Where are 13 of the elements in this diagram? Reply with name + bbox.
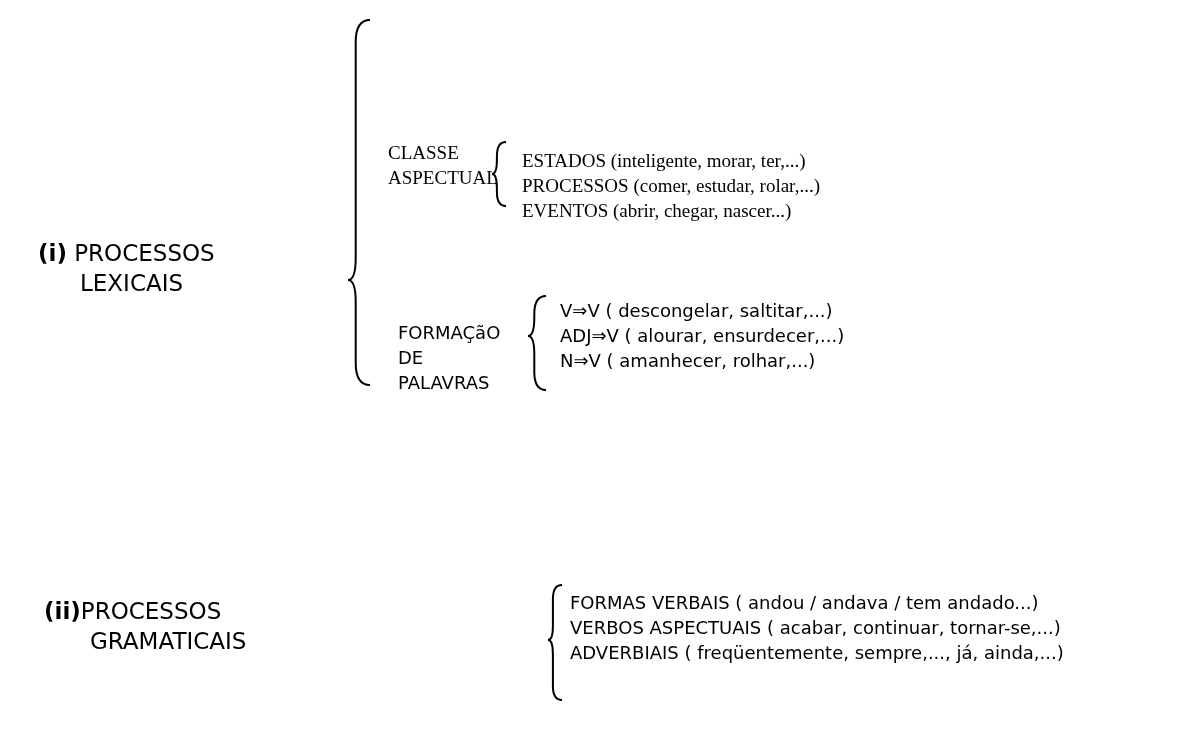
category-label: (ii)PROCESSOS GRAMATICAIS <box>44 597 248 656</box>
example-text: ESTADOS (inteligente, morar, ter,...) <box>522 149 806 173</box>
example-text: V⇒V ( descongelar, saltitar,...) <box>560 299 833 323</box>
example-text: ADJ⇒V ( alourar, ensurdecer,...) <box>560 324 845 348</box>
example-text: N⇒V ( amanhecer, rolhar,...) <box>560 349 816 373</box>
example-text: FORMAS VERBAIS ( andou / andava / tem andado...) <box>570 591 1039 615</box>
example-text: VERBOS ASPECTUAIS ( acabar, continuar, tornar-se,...) <box>570 616 1061 640</box>
example-text: PROCESSOS (comer, estudar, rolar,...) <box>522 174 820 198</box>
category-label: CLASSE ASPECTUAL <box>388 141 498 190</box>
category-label: (i) PROCESSOS LEXICAIS <box>38 239 216 298</box>
example-text: EVENTOS (abrir, chegar, nascer...) <box>522 199 792 223</box>
example-text: ADVERBIAIS ( freqüentemente, sempre,..., já, ainda,...) <box>570 641 1064 665</box>
category-label: FORMAÇãO DE PALAVRAS <box>398 321 498 395</box>
